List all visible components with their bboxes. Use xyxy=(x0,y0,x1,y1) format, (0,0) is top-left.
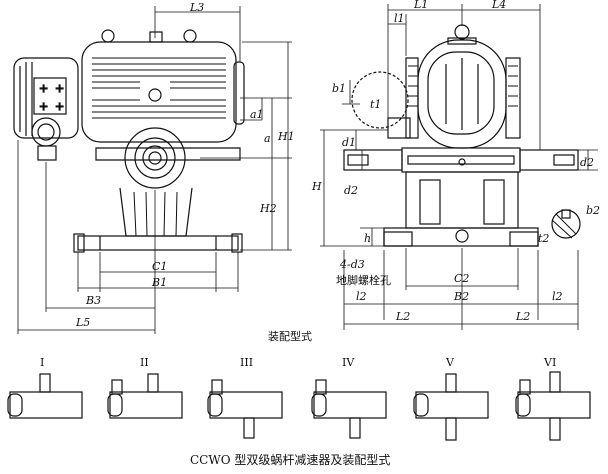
front-view: + + + + xyxy=(13,29,245,253)
front-output-flange xyxy=(95,147,241,161)
dim-l2-right: l2 xyxy=(552,290,563,303)
dim-t2: t2 xyxy=(538,232,549,245)
caption: CCWO 型双级蜗杆减速器及装配型式 xyxy=(190,452,390,467)
assembly-type-3-figure xyxy=(207,379,283,439)
assembly-type-4-label: IV xyxy=(342,356,355,369)
dim-l2-left: l2 xyxy=(356,290,367,303)
side-output-shaft-left xyxy=(343,149,403,171)
dim-b1: b1 xyxy=(332,82,346,95)
svg-text:+: + xyxy=(55,100,64,113)
assembly-type-5-figure xyxy=(413,373,489,441)
dim-L2-right: L2 xyxy=(515,310,530,323)
dim-L1: L1 xyxy=(413,0,428,11)
dim-d2-right: d2 xyxy=(580,156,594,169)
dim-B2: B2 xyxy=(453,290,469,303)
assembly-type-1-figure xyxy=(7,373,83,419)
dim-d1: d1 xyxy=(342,136,356,149)
lifting-eye-right xyxy=(183,29,197,43)
dim-L3: L3 xyxy=(189,1,204,14)
side-middle-body xyxy=(401,147,521,173)
front-base xyxy=(77,235,239,251)
svg-text:+: + xyxy=(39,100,48,113)
side-view xyxy=(343,24,581,247)
dim-d2-left: d2 xyxy=(344,184,358,197)
dim-B3: B3 xyxy=(85,294,101,307)
assembly-type-5-label: V xyxy=(445,356,455,369)
dim-t1: t1 xyxy=(370,98,381,111)
foot-bolt-hole-label: 地脚螺栓孔 xyxy=(336,273,391,287)
assembly-label: 装配型式 xyxy=(268,329,312,343)
dim-H: H xyxy=(311,180,322,193)
svg-text:+: + xyxy=(55,82,64,95)
side-lifting-eye xyxy=(454,24,470,40)
dim-H1: H1 xyxy=(277,130,295,143)
dim-L5: L5 xyxy=(75,316,90,329)
front-upper-housing xyxy=(81,41,237,143)
svg-text:+: + xyxy=(39,82,48,95)
front-input-flange xyxy=(31,117,61,147)
dim-L4: L4 xyxy=(491,0,506,11)
dim-b2: b2 xyxy=(586,204,600,217)
front-input-housing xyxy=(13,57,79,139)
assembly-types xyxy=(7,371,591,441)
assembly-type-3-label: III xyxy=(240,356,253,369)
front-dimensions xyxy=(17,6,292,334)
side-output-shaft-right xyxy=(519,149,579,171)
front-output-bearing xyxy=(124,127,186,189)
assembly-type-4-figure xyxy=(311,379,387,439)
dim-h: h xyxy=(364,232,371,245)
assembly-type-6-label: VI xyxy=(543,356,556,369)
side-input-shaft xyxy=(387,117,411,139)
side-dimensions xyxy=(320,4,598,330)
assembly-type-6-figure xyxy=(515,371,591,441)
side-input-flange-outline xyxy=(351,71,409,129)
dim-a1: a1 xyxy=(250,108,264,121)
assembly-type-1-label: I xyxy=(40,356,44,369)
breather-plug xyxy=(149,31,163,43)
assembly-type-2-label: II xyxy=(140,356,149,369)
dim-C1: C1 xyxy=(152,260,167,273)
dim-C2: C2 xyxy=(454,272,469,285)
dim-B1: B1 xyxy=(151,276,167,289)
assembly-type-2-figure xyxy=(107,373,183,419)
side-base xyxy=(383,227,539,247)
dim-L2-left: L2 xyxy=(395,310,410,323)
dim-4-d3: 4-d3 xyxy=(339,258,365,271)
dim-a: a xyxy=(264,132,271,145)
lifting-eye-left xyxy=(101,29,115,43)
dim-l1: l1 xyxy=(394,12,405,25)
front-pedestal xyxy=(119,187,193,237)
dim-H2: H2 xyxy=(259,202,277,215)
